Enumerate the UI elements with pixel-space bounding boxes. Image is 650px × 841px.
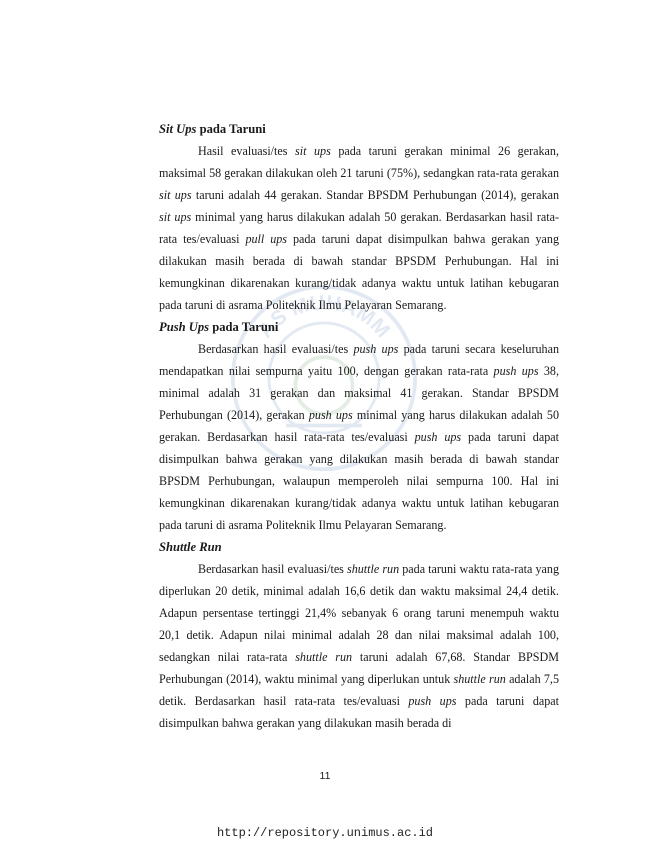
italic-term: pull ups — [245, 232, 287, 246]
text-run: pada taruni waktu rata-rata yang diperlu… — [159, 562, 559, 664]
italic-term: push ups — [353, 342, 399, 356]
italic-term: sit ups — [295, 144, 331, 158]
document-body: Sit Ups pada Taruni Hasil evaluasi/tes s… — [159, 118, 559, 734]
page-number: 11 — [319, 770, 331, 782]
section-heading: Push Ups pada Taruni — [159, 316, 559, 338]
section-heading: Shuttle Run — [159, 536, 559, 558]
italic-term: sit ups — [159, 210, 192, 224]
text-run: adalah 7,5 detik. Berdasarkan hasil rata… — [159, 672, 559, 708]
heading-italic-part: Shuttle Run — [159, 540, 222, 554]
section-paragraph: Berdasarkan hasil evaluasi/tes shuttle r… — [159, 558, 559, 734]
text-run: taruni adalah 67,68. Standar BPSDM Perhu… — [159, 650, 559, 686]
text-run: minimal yang harus dilakukan adalah 50 g… — [159, 408, 559, 444]
text-run: pada taruni dapat disimpulkan bahwa gera… — [159, 232, 559, 312]
text-run: pada taruni dapat disimpulkan bahwa gera… — [159, 430, 559, 532]
text-run: Berdasarkan hasil evaluasi/tes — [198, 342, 354, 356]
heading-italic-part: Push Ups — [159, 320, 210, 334]
repository-url[interactable]: http://repository.unimus.ac.id — [216, 826, 434, 840]
italic-term: push ups — [414, 430, 462, 444]
section-shuttle-run: Shuttle Run Berdasarkan hasil evaluasi/t… — [159, 536, 559, 734]
heading-rest: pada Taruni — [196, 122, 266, 136]
text-run: pada taruni dapat disimpulkan bahwa gera… — [159, 694, 560, 730]
italic-term: push ups — [408, 694, 457, 708]
text-run: Berdasarkan hasil evaluasi/tes — [198, 562, 347, 576]
text-run: minimal yang harus dilakukan adalah 50 g… — [159, 210, 559, 246]
italic-term: shuttle run — [295, 650, 353, 664]
text-run: pada taruni gerakan minimal 26 gerakan, … — [159, 144, 559, 180]
heading-rest: pada Taruni — [209, 320, 279, 334]
section-paragraph: Hasil evaluasi/tes sit ups pada taruni g… — [159, 140, 559, 316]
text-run: 38, minimal adalah 31 gerakan dan maksim… — [159, 364, 560, 422]
section-heading: Sit Ups pada Taruni — [159, 118, 559, 140]
section-push-ups: Push Ups pada Taruni Berdasarkan hasil e… — [159, 316, 559, 536]
text-run: taruni adalah 44 gerakan. Standar BPSDM … — [191, 188, 559, 202]
text-run: pada taruni secara keseluruhan mendapatk… — [159, 342, 559, 378]
italic-term: shuttle run — [346, 562, 400, 576]
university-seal-watermark: AS MUHAMM — [230, 284, 418, 472]
section-sit-ups: Sit Ups pada Taruni Hasil evaluasi/tes s… — [159, 118, 559, 316]
italic-term: push ups — [308, 408, 353, 422]
section-paragraph: Berdasarkan hasil evaluasi/tes push ups … — [159, 338, 559, 536]
text-run: Hasil evaluasi/tes — [198, 144, 296, 158]
italic-term: shuttle run — [453, 672, 506, 686]
italic-term: sit ups — [159, 188, 192, 202]
heading-italic-part: Sit Ups — [159, 122, 197, 136]
italic-term: push ups — [493, 364, 539, 378]
